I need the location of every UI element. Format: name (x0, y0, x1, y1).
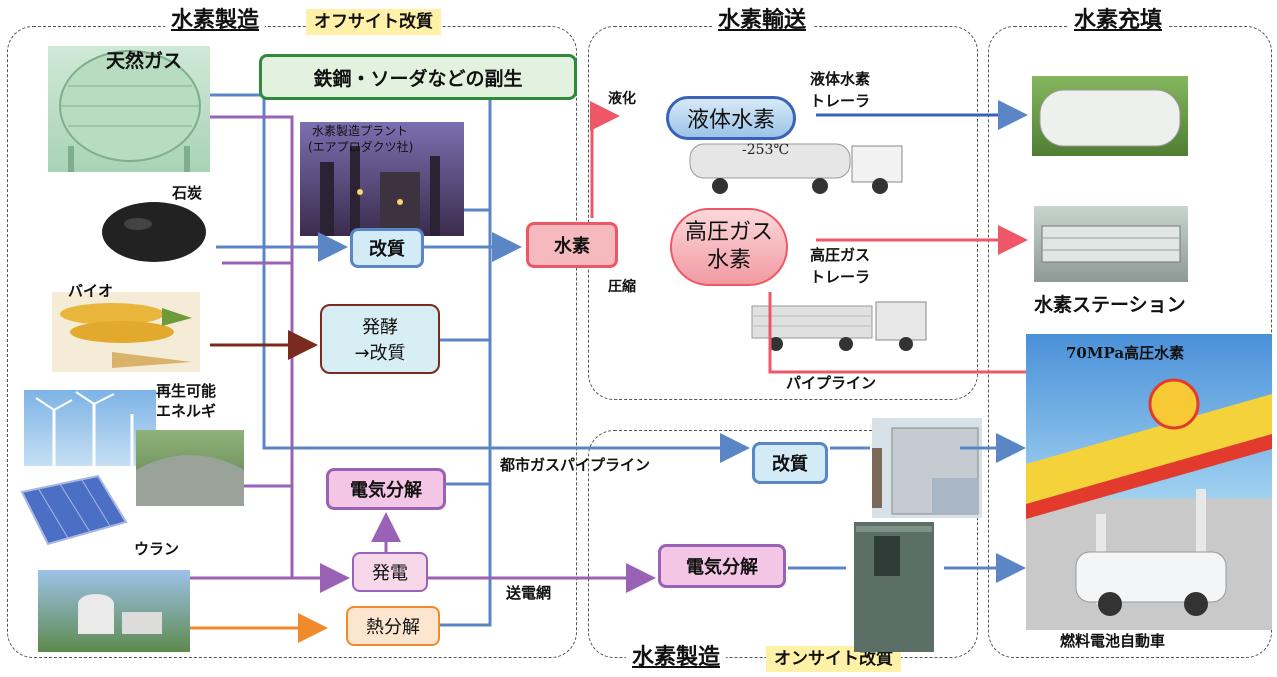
thermolysis-box: 熱分解 (346, 606, 440, 646)
renewable-label-line1: 再生可能 (156, 382, 217, 400)
liquefaction-label: 液化 (608, 91, 636, 107)
plant-caption-line1: 水素製造プラント (312, 124, 409, 138)
hp-gas-line2: 水素 (706, 248, 751, 273)
fermentation-line2: →改質 (354, 343, 406, 364)
hp-gas-trailer-image (746, 292, 936, 354)
heading-production-onsite: 水素製造 (626, 645, 727, 671)
bio-label: バイオ (68, 282, 114, 300)
natural-gas-tank-image (48, 46, 210, 172)
onsite-electrolysis-box: 電気分解 (658, 544, 786, 588)
city-gas-pipeline-label: 都市ガスパイプライン (500, 456, 651, 474)
tag-onsite-reforming: オンサイト改質 (766, 646, 901, 672)
power-grid-label: 送電網 (506, 584, 552, 602)
region-production-offsite (7, 26, 577, 658)
fcv-label: 燃料電池自動車 (1060, 632, 1166, 650)
hp-storage-image (1034, 206, 1188, 282)
natural-gas-label: 天然ガス (106, 50, 183, 72)
hp-trailer-label-line1: 高圧ガス (810, 246, 871, 264)
hydrogen-station-label: 水素ステーション (1034, 294, 1186, 316)
reforming-box: 改質 (350, 228, 424, 268)
onsite-reforming-box: 改質 (752, 442, 828, 484)
bio-corn-image (52, 292, 200, 372)
coal-label: 石炭 (172, 184, 203, 202)
liquid-trailer-label-line1: 液体水素 (810, 70, 871, 88)
nuclear-plant-image (38, 570, 190, 652)
byproduct-box: 鉄鋼・ソーダなどの副生 (259, 54, 577, 100)
liquid-trailer-image (680, 136, 912, 198)
heading-transport: 水素輸送 (712, 8, 813, 34)
power-generation-box: 発電 (352, 552, 428, 592)
solar-panel-image (18, 472, 130, 552)
plant-caption-line2: (エアプロダクツ社) (308, 140, 414, 154)
fermentation-box: 発酵 →改質 (320, 304, 440, 374)
temperature-label: -253℃ (742, 142, 790, 158)
fermentation-line1: 発酵 (362, 317, 398, 338)
hp-gas-line1: 高圧ガス (684, 220, 773, 245)
renewable-label-line2: エネルギ (156, 402, 217, 420)
hydrogen-box: 水素 (526, 222, 618, 268)
hydrogen-plant-image (300, 122, 464, 236)
compression-label: 圧縮 (608, 279, 636, 295)
dam-image (136, 430, 244, 506)
hp-gas-hydrogen-badge: 高圧ガス 水素 (670, 208, 788, 286)
coal-image (98, 194, 208, 266)
electrolysis-box: 電気分解 (326, 468, 446, 510)
hp-trailer-label-line2: トレーラ (810, 268, 871, 286)
onsite-reformer-image (872, 418, 982, 518)
wind-turbine-image (24, 390, 156, 466)
pressure-label: 70MPa高圧水素 (1066, 344, 1185, 362)
heading-filling: 水素充填 (1068, 8, 1169, 34)
heading-production-offsite: 水素製造 (165, 8, 266, 34)
pipeline-label: パイプライン (786, 374, 877, 392)
liquid-hydrogen-badge: 液体水素 (666, 96, 796, 140)
liquid-tank-station-image (1032, 76, 1188, 156)
shell-station-image (1026, 334, 1272, 630)
liquid-trailer-label-line2: トレーラ (810, 92, 871, 110)
tag-offsite-reforming: オフサイト改質 (306, 9, 441, 35)
uranium-label: ウラン (134, 540, 180, 558)
electrolyzer-image (848, 518, 940, 654)
